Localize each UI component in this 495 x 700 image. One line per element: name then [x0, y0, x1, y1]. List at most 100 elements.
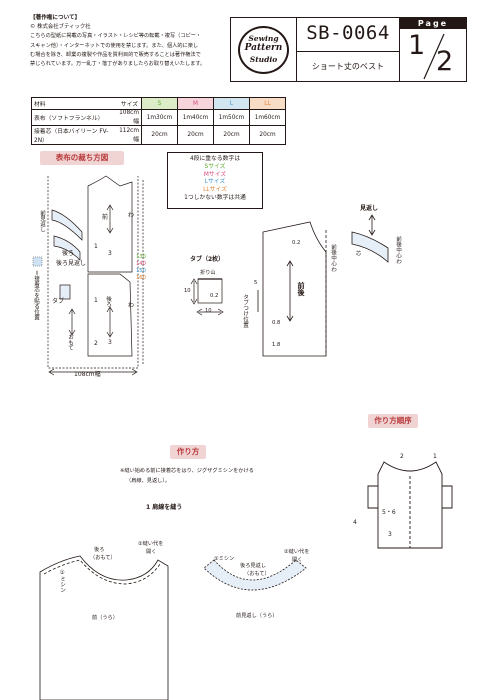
- size-ll: LL: [249, 97, 286, 110]
- page-slash: [423, 33, 445, 80]
- front-facing-label: 前見返し: [39, 210, 45, 233]
- center-front-label: 前後中心わ: [330, 244, 336, 272]
- back-facing-label: 後ろ見返し: [56, 260, 87, 267]
- material-name: 接着芯（日本バイリーン FV-2N）: [31, 125, 114, 145]
- size-legend-ll: LLサイズ: [203, 187, 227, 194]
- tab-label: タブ: [52, 298, 65, 305]
- copyright-block: 【著作権について】 © 株式会社ブティック社 こちらの型紙に掲載の写真・イラスト…: [30, 14, 230, 69]
- fabric-outline: [47, 176, 139, 369]
- page-label: Page: [400, 18, 466, 29]
- fold-label: わ: [128, 302, 135, 309]
- howto-title: 作り方: [170, 445, 206, 459]
- pattern-code: SB-0064: [306, 22, 390, 44]
- table-row: 接着芯（日本バイリーン FV-2N） 112cm幅 20cm 20cm 20cm…: [31, 125, 286, 145]
- header-material: 材料: [34, 102, 46, 108]
- back-facing-sub: （おもて）: [244, 571, 270, 577]
- bodice-diagram: [257, 221, 327, 357]
- copyright-line: こちらの型紙に掲載の写真・イラスト・レシピ等の転載・複写（コピー・: [30, 33, 202, 40]
- order-number: 3: [388, 531, 392, 538]
- interfacing-note: ＝接着芯を貼る位置: [33, 270, 39, 321]
- interfacing-legend-swatch: [32, 256, 43, 267]
- bodice-measure: 0.8: [272, 320, 281, 326]
- copyright-company: © 株式会社ブティック社: [30, 24, 91, 31]
- order-title: 作り方順序: [368, 414, 418, 428]
- copyright-heading: 【著作権について】: [30, 15, 81, 21]
- front-label: 前: [102, 214, 109, 221]
- sew-open-label-2: 開く: [146, 549, 157, 555]
- back-facing-label-2: 後ろ見返し: [240, 563, 266, 569]
- size-legend-common: 1つしかない数字は共通: [184, 194, 246, 201]
- size-160: 160: [136, 275, 146, 281]
- back-label: 後ろ: [62, 250, 75, 257]
- bodice-measure: 0.2: [292, 240, 301, 246]
- logo-line-3: Studio: [249, 55, 278, 64]
- pattern-code-box: SB-0064 ショート丈のベスト: [296, 17, 399, 82]
- piece-number: 3: [108, 339, 112, 346]
- tab-title: タブ（2枚）: [190, 256, 225, 263]
- order-diagram: [367, 461, 453, 549]
- facing-diagram: [351, 214, 389, 263]
- bodice-measure: 5: [254, 280, 258, 286]
- order-number: 5・6: [382, 509, 396, 516]
- order-number: 1: [433, 453, 437, 460]
- tab-position-label: タブつけ位置: [242, 294, 248, 328]
- sew-open-label-4: 開く: [292, 557, 303, 563]
- table-header-cell: 材料 サイズ: [31, 97, 142, 110]
- back-label: 後ろ: [94, 547, 105, 553]
- right-side-label: おもて: [67, 334, 73, 351]
- facing-interfacing: 芯: [356, 251, 362, 257]
- bodice-label: 前後: [297, 282, 305, 296]
- table-row: 表布（ソフトフランネル） 108cm幅 1m30cm 1m40cm 1m50cm…: [31, 109, 286, 126]
- logo-line-2: Pattern: [244, 43, 283, 53]
- front-back-label: 前（うら）: [92, 615, 118, 621]
- copyright-line: 禁じられています。万一乱丁・落丁がありましたらお取り替えいたします。: [30, 61, 206, 68]
- material-width: 112cm幅: [113, 125, 142, 145]
- size-140: 140: [136, 261, 146, 267]
- front-piece: [87, 175, 133, 273]
- pattern-title: ショート丈のベスト: [311, 62, 385, 71]
- size-legend: 4段に重なる数字は Sサイズ Mサイズ Lサイズ LLサイズ 1つしかない数字は…: [167, 152, 263, 209]
- size-legend-m: Mサイズ: [203, 171, 227, 178]
- tab-width: 10: [205, 308, 212, 314]
- piece-number: 1: [94, 243, 98, 250]
- piece-number: 1: [94, 297, 98, 304]
- tab-seam: 0.2: [210, 293, 219, 299]
- front-facing-piece: [51, 209, 83, 241]
- fold-label: わ: [128, 212, 135, 219]
- size-legend-l: Lサイズ: [204, 179, 226, 186]
- divider: [297, 51, 399, 52]
- size-130: 130: [136, 254, 146, 260]
- size-l: L: [213, 97, 250, 110]
- howto-note-2: （肩線、見返し）。: [126, 478, 171, 484]
- size-150: 150: [136, 268, 146, 274]
- size-legend-s: Sサイズ: [204, 163, 226, 170]
- copyright-line: スキャン他）・インターネットでの使用を禁じます。また、個人的に楽し: [30, 42, 199, 49]
- howto-note-1: ※縫い始める前に接着芯をはり、ジグザグミシンをかける: [120, 468, 254, 474]
- tab-height: 10: [184, 288, 191, 294]
- back-facing-piece: [53, 235, 81, 261]
- piece-number: 3: [108, 250, 112, 257]
- piece-number: 2: [94, 340, 98, 347]
- step1-diagram: [39, 555, 307, 700]
- brand-logo: Sewing Pattern Studio: [230, 17, 296, 82]
- machine-label: ①ミシン: [59, 570, 65, 593]
- order-number: 4: [353, 519, 357, 526]
- fabric-width-label: 108cm幅: [74, 371, 101, 378]
- back-sub-label: （おもて）: [90, 555, 116, 561]
- cutting-layout-title: 表布の裁ち方図: [40, 151, 124, 165]
- tab-fold-label: 折り山: [200, 270, 216, 276]
- page-indicator: Page 1 2: [399, 17, 467, 82]
- size-legend-heading: 4段に重なる数字は: [189, 156, 241, 162]
- sew-open-label: ②縫い代を: [138, 541, 164, 547]
- back-grain-label: 後ろ: [105, 296, 111, 308]
- table-cell: 20cm: [249, 125, 286, 145]
- back-piece: [87, 273, 133, 357]
- header-size: サイズ: [120, 102, 138, 108]
- table-row: 材料 サイズ S M L LL: [31, 97, 286, 110]
- machine-label-2: ①ミシン: [214, 556, 235, 562]
- logo-line-1: Sewing: [248, 34, 279, 43]
- page-current: 1: [408, 30, 426, 61]
- tab-piece: [59, 284, 71, 300]
- page-total: 2: [436, 46, 454, 77]
